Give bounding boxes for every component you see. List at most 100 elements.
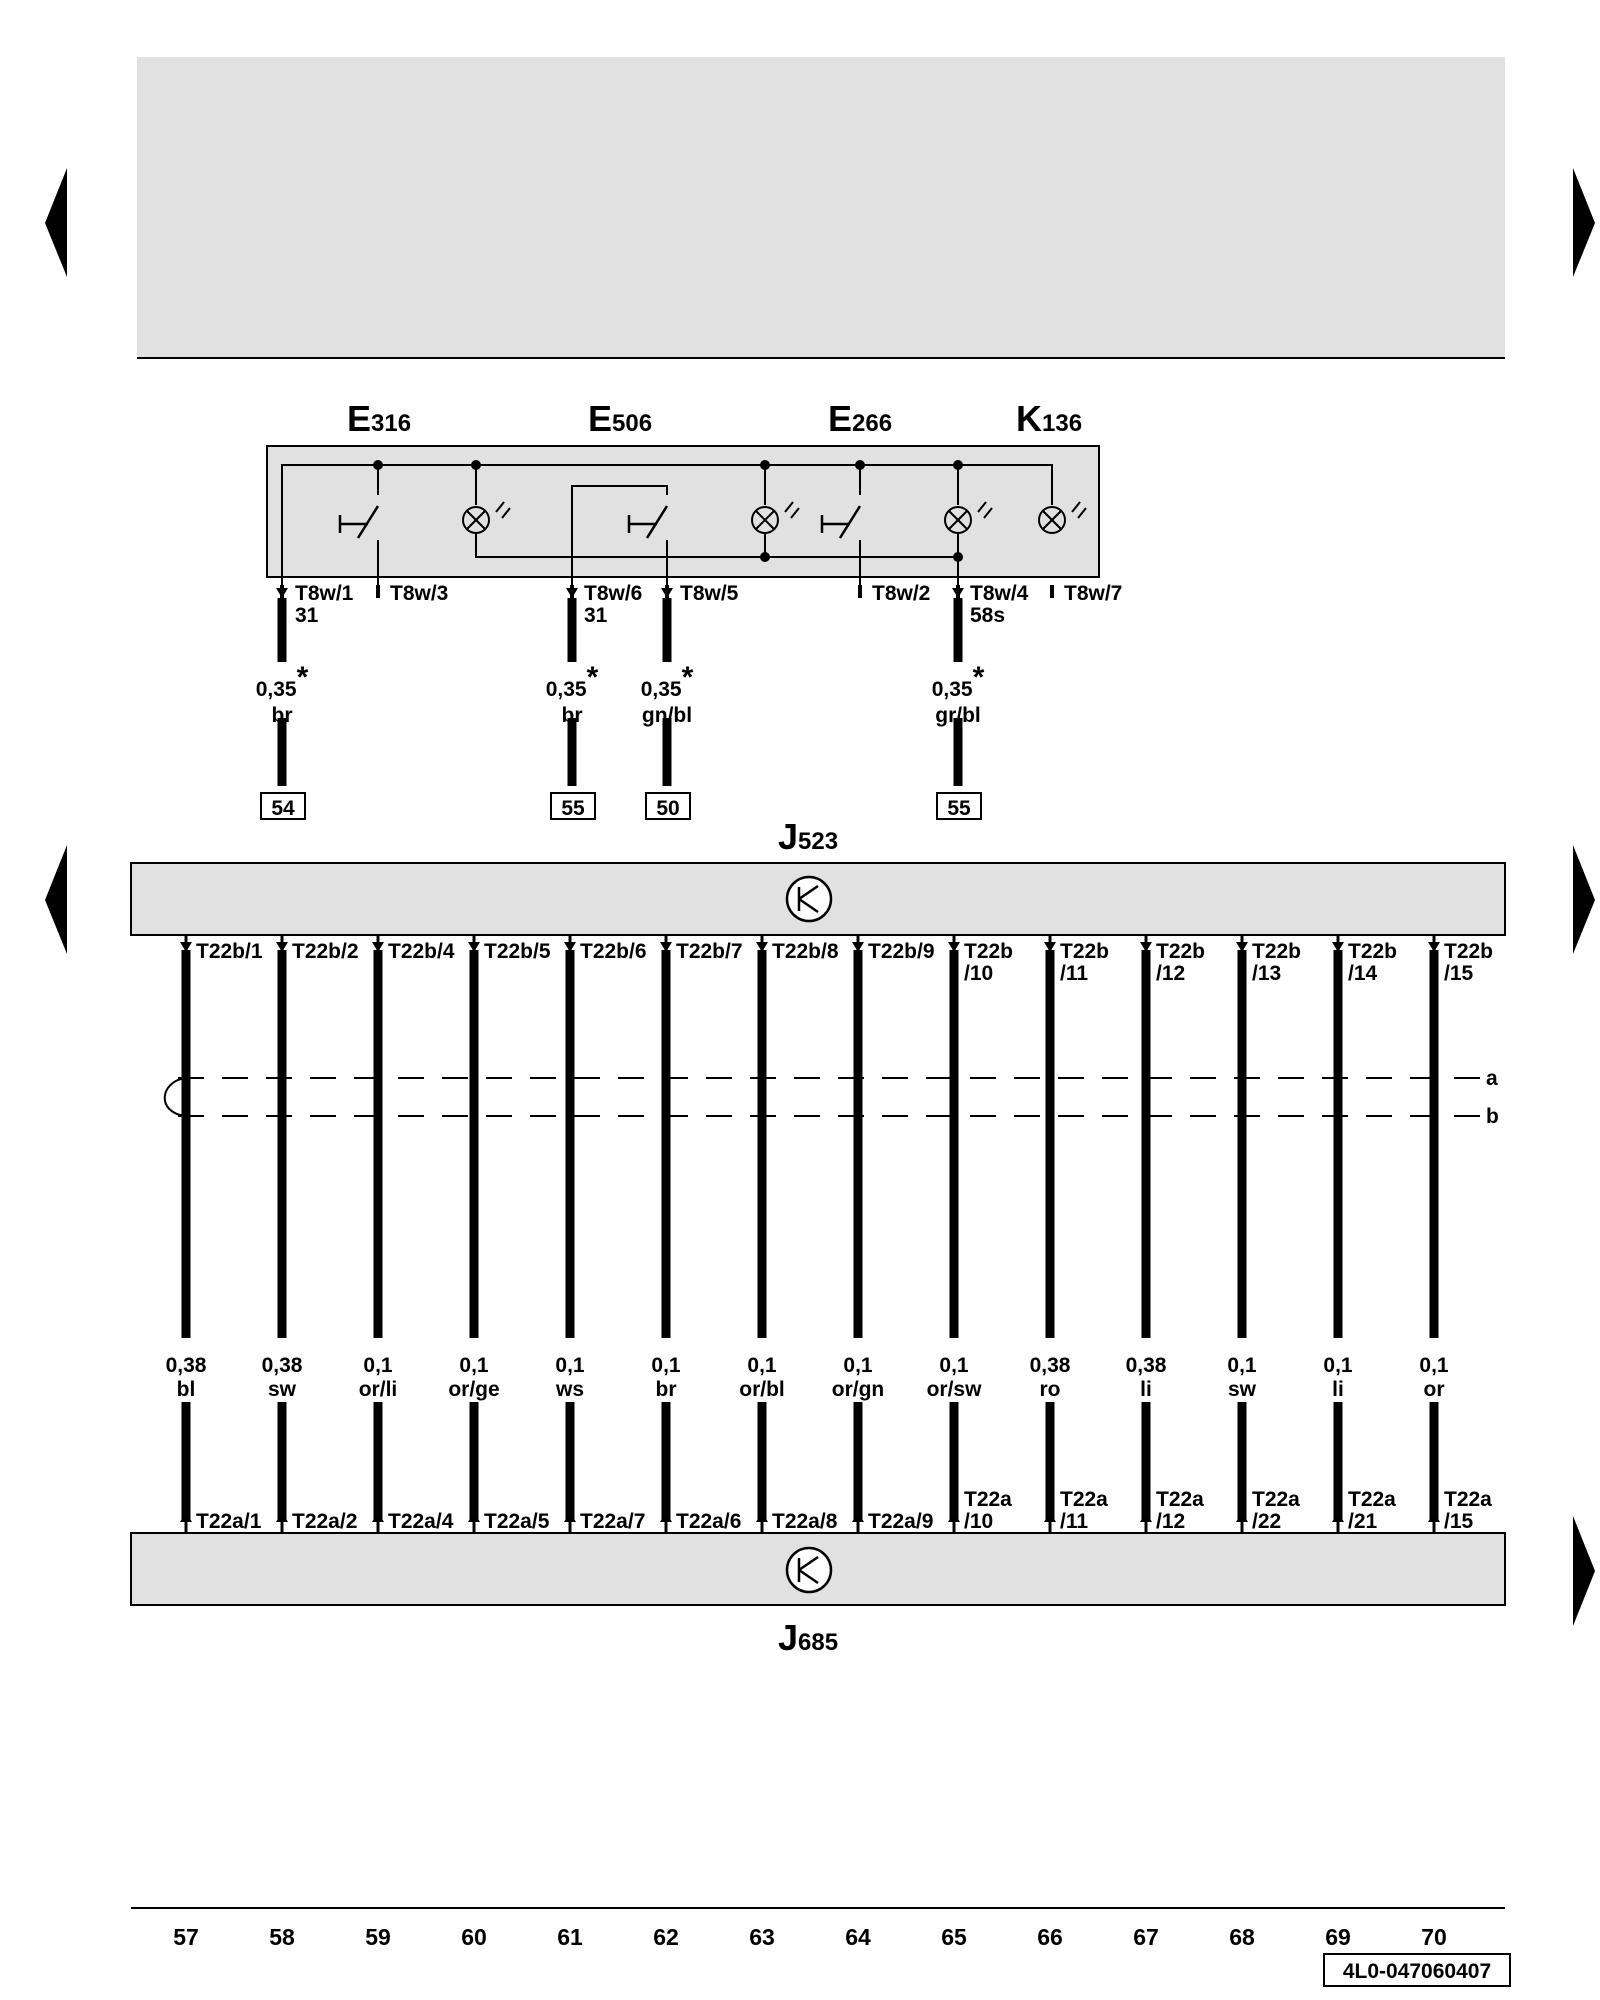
top-pin-label: T22b/1 [196, 940, 263, 963]
pin-arrow-bottom [1044, 1512, 1056, 1522]
top-pin-label: T22b [1060, 940, 1109, 963]
wire-size-label: 0,1 [1419, 1354, 1449, 1377]
ref-box-55-b[interactable]: 55 [936, 792, 982, 820]
pin-arrow-bottom [564, 1512, 576, 1522]
wire-size-label: 0,1 [1323, 1354, 1353, 1377]
pin-t8w-1: T8w/1 [295, 582, 354, 605]
control-unit-icon [785, 875, 833, 923]
wire-color-label: or/gn [832, 1378, 885, 1401]
bottom-pin-label: T22a/2 [292, 1510, 357, 1533]
prev-page-arrow-icon[interactable] [45, 168, 67, 277]
top-pin-sub-label: /11 [1060, 962, 1088, 985]
module-j523-label: J523 [778, 816, 838, 857]
pin-arrow-bottom [1236, 1512, 1248, 1522]
svg-text:54: 54 [271, 797, 295, 820]
wire-size-label: 0,1 [651, 1354, 681, 1377]
pin-arrow-bottom [660, 1512, 672, 1522]
svg-text:br: br [562, 704, 583, 727]
pin-arrow-bottom [180, 1512, 192, 1522]
prev-section-arrow-icon[interactable] [45, 845, 67, 954]
top-pin-label: T22b/8 [772, 940, 839, 963]
bottom-pin-label: T22a/9 [868, 1510, 933, 1533]
pin-arrow-top [372, 942, 384, 952]
wire-size-label: 0,1 [459, 1354, 489, 1377]
bottom-pin-sub-label: /10 [964, 1510, 993, 1533]
switch-e506-icon [627, 505, 669, 539]
document-code-box: 4L0-047060407 [1323, 1953, 1511, 1987]
lamp-k136-icon [1038, 501, 1087, 534]
bottom-pin-label: T22a/7 [580, 1510, 645, 1533]
top-pin-label: T22b/2 [292, 940, 359, 963]
bottom-pin-sub-label: /22 [1252, 1510, 1281, 1533]
top-pin-sub-label: /14 [1348, 962, 1378, 985]
pin-t8w-4: T8w/4 [970, 582, 1029, 605]
wire-size-label: 0,38 [262, 1354, 303, 1377]
component-e316: E316 [347, 398, 411, 439]
pin-t8w-3: T8w/3 [390, 582, 448, 605]
column-number: 68 [1229, 1924, 1255, 1950]
ref-box-54[interactable]: 54 [260, 792, 306, 820]
column-number: 62 [653, 1924, 679, 1950]
bottom-pin-sub-label: /21 [1348, 1510, 1378, 1533]
pin-arrow-top [1140, 942, 1152, 952]
wire-color-label: sw [1228, 1378, 1257, 1401]
svg-text:50: 50 [656, 797, 679, 820]
wire-color-label: or/bl [739, 1378, 785, 1401]
bottom-pin-label: T22a [964, 1488, 1012, 1511]
top-pin-label: T22b/5 [484, 940, 551, 963]
pin-t8w-6-terminal: 31 [584, 604, 608, 627]
pin-t8w-1-terminal: 31 [295, 604, 319, 627]
bottom-pin-label: T22a/8 [772, 1510, 838, 1533]
pin-arrow-bottom [276, 1512, 288, 1522]
top-pin-label: T22b [964, 940, 1013, 963]
component-e506: E506 [588, 398, 652, 439]
top-pin-label: T22b [1348, 940, 1397, 963]
top-pin-sub-label: /13 [1252, 962, 1281, 985]
svg-text:gn/bl: gn/bl [642, 704, 692, 727]
next-section-arrow-icon[interactable] [1573, 845, 1595, 954]
bottom-pin-label: T22a/4 [388, 1510, 454, 1533]
upper-wire-1: 0,35* br [546, 661, 599, 727]
wire-color-label: li [1332, 1378, 1344, 1401]
switch-pin-arrows [276, 588, 964, 598]
pin-arrow-top [660, 942, 672, 952]
continue-arrow-icon[interactable] [1573, 1516, 1595, 1626]
bottom-pin-label: T22a/6 [676, 1510, 741, 1533]
top-pin-label: T22b [1444, 940, 1493, 963]
column-number: 61 [557, 1924, 583, 1950]
svg-text:0,35*: 0,35* [932, 661, 985, 701]
component-e266: E266 [828, 398, 892, 439]
wire-color-label: bl [177, 1378, 196, 1401]
top-pin-label: T22b/4 [388, 940, 455, 963]
twisted-pair-label-a: a [1486, 1067, 1498, 1090]
twisted-pair-label-b: b [1486, 1105, 1499, 1128]
svg-text:gr/bl: gr/bl [935, 704, 981, 727]
top-pin-sub-label: /15 [1444, 962, 1474, 985]
ref-box-55[interactable]: 55 [550, 792, 596, 820]
column-number: 64 [845, 1924, 871, 1950]
pin-arrow-bottom [948, 1512, 960, 1522]
pin-t8w-2: T8w/2 [872, 582, 930, 605]
svg-text:55: 55 [947, 797, 971, 820]
pin-arrow-top [948, 942, 960, 952]
wire-color-label: or/li [359, 1378, 398, 1401]
wire-color-label: or/sw [927, 1378, 983, 1401]
bottom-pin-sub-label: /11 [1060, 1510, 1088, 1533]
ref-box-50[interactable]: 50 [645, 792, 691, 820]
switch-e266-icon [820, 505, 862, 539]
next-page-arrow-icon[interactable] [1573, 168, 1595, 277]
bottom-pin-label: T22a/5 [484, 1510, 550, 1533]
wire-color-label: ws [555, 1378, 584, 1401]
junction-dots [373, 460, 963, 562]
lamp-e316-icon [462, 501, 511, 534]
svg-text:55: 55 [561, 797, 585, 820]
wire-size-label: 0,1 [843, 1354, 873, 1377]
top-pin-label: T22b/9 [868, 940, 935, 963]
